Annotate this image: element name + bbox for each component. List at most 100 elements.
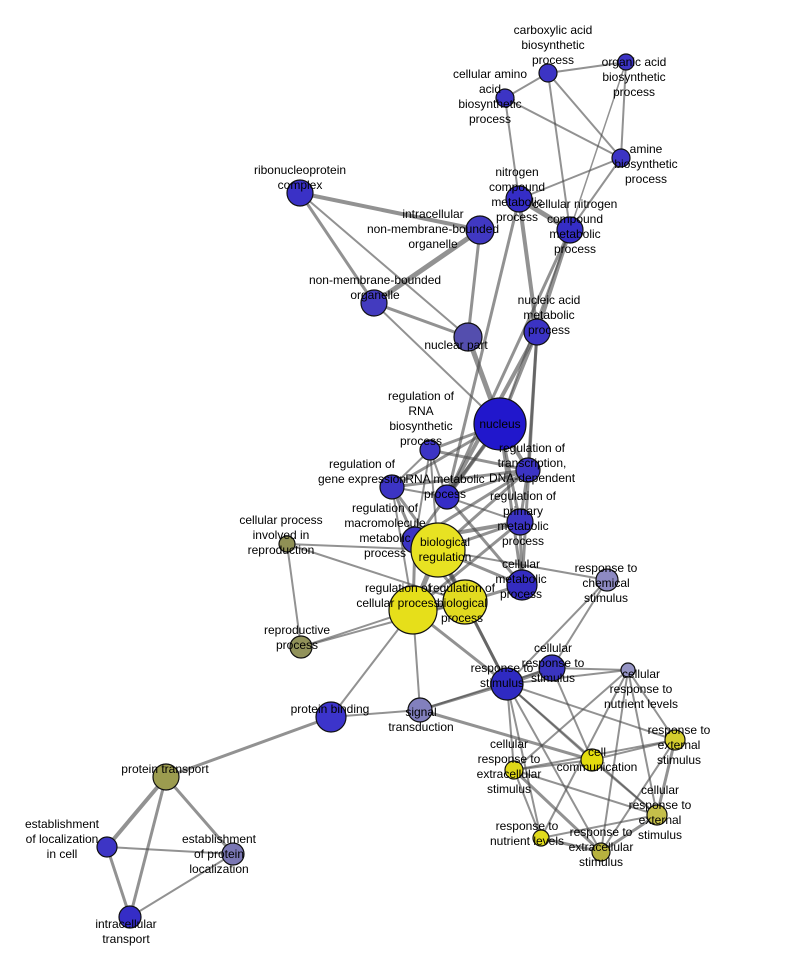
edge-n9-n12	[373, 302, 501, 425]
edge-n16-n20	[445, 495, 524, 587]
edge-n26-n30	[627, 669, 658, 816]
edge-n4-n6	[569, 157, 622, 231]
node-n15[interactable]	[379, 474, 405, 500]
edge-n38-n40	[105, 845, 132, 919]
node-n3[interactable]	[495, 88, 515, 108]
node-label-n37: protein transport	[121, 762, 209, 776]
edge-n12-n20	[498, 422, 524, 587]
node-n28[interactable]	[580, 748, 604, 772]
node-n12[interactable]	[473, 397, 527, 451]
node-n16[interactable]	[434, 484, 460, 510]
node-n22[interactable]	[442, 579, 488, 625]
node-n6[interactable]	[556, 216, 584, 244]
node-n19[interactable]	[410, 522, 466, 578]
node-n13[interactable]	[419, 439, 441, 461]
node-n31[interactable]	[532, 829, 550, 847]
node-n26[interactable]	[620, 662, 636, 678]
node-n14[interactable]	[515, 457, 541, 483]
node-n25[interactable]	[490, 667, 524, 701]
edge-n27-n32	[600, 739, 676, 853]
edge-n2-n6	[569, 61, 627, 231]
edge-n13-n14	[428, 448, 530, 472]
edge-n24-n33	[419, 667, 553, 711]
node-n34[interactable]	[315, 701, 347, 733]
edge-n29-n30	[513, 769, 658, 816]
node-n36[interactable]	[289, 635, 313, 659]
edge-n22-n36	[300, 601, 466, 648]
edge-n13-n18	[414, 449, 431, 541]
edge-n37-n38	[105, 775, 168, 849]
node-n1[interactable]	[538, 63, 558, 83]
node-layer	[96, 53, 686, 929]
node-n11[interactable]	[453, 322, 483, 352]
node-n9[interactable]	[360, 289, 388, 317]
node-label-n12: nucleus	[479, 417, 520, 431]
edge-n1-n4	[547, 72, 622, 159]
node-n27[interactable]	[664, 729, 686, 751]
node-n39[interactable]	[221, 842, 245, 866]
node-n8[interactable]	[286, 179, 314, 207]
node-n29[interactable]	[504, 760, 524, 780]
node-label-n11: nuclear part	[424, 338, 488, 352]
edge-n34-n37	[164, 715, 333, 779]
node-n17[interactable]	[506, 508, 534, 536]
edge-n6-n16	[445, 228, 572, 499]
node-n5[interactable]	[505, 185, 533, 213]
node-n21[interactable]	[388, 585, 438, 635]
edge-n14-n16	[445, 468, 530, 499]
edge-n26-n27	[627, 669, 676, 741]
edge-n22-n35	[286, 543, 466, 603]
edge-n30-n31	[540, 814, 658, 839]
node-n4[interactable]	[611, 148, 631, 168]
edge-n9-n11	[372, 301, 470, 339]
node-n40[interactable]	[118, 905, 142, 929]
edge-n35-n36	[286, 543, 302, 648]
node-n37[interactable]	[152, 763, 180, 791]
node-n23[interactable]	[595, 568, 619, 592]
edge-n14-n15	[390, 468, 530, 489]
edge-n25-n27	[506, 683, 676, 741]
edge-n25-n26	[506, 669, 629, 685]
node-label-n34: protein binding	[291, 702, 370, 716]
edge-n37-n39	[164, 775, 235, 856]
node-n2[interactable]	[617, 53, 635, 71]
node-n32[interactable]	[591, 842, 611, 862]
edge-n4-n5	[518, 157, 622, 200]
node-n33[interactable]	[407, 697, 433, 723]
node-n30[interactable]	[646, 804, 668, 826]
node-n38[interactable]	[96, 836, 118, 858]
edge-n25-n32	[506, 683, 602, 853]
edge-n8-n7	[298, 191, 482, 232]
node-n20[interactable]	[506, 569, 538, 601]
node-n7[interactable]	[465, 215, 495, 245]
node-n10[interactable]	[523, 318, 551, 346]
node-n35[interactable]	[278, 535, 296, 553]
node-n24[interactable]	[538, 654, 566, 682]
edge-n8-n11	[299, 192, 469, 338]
